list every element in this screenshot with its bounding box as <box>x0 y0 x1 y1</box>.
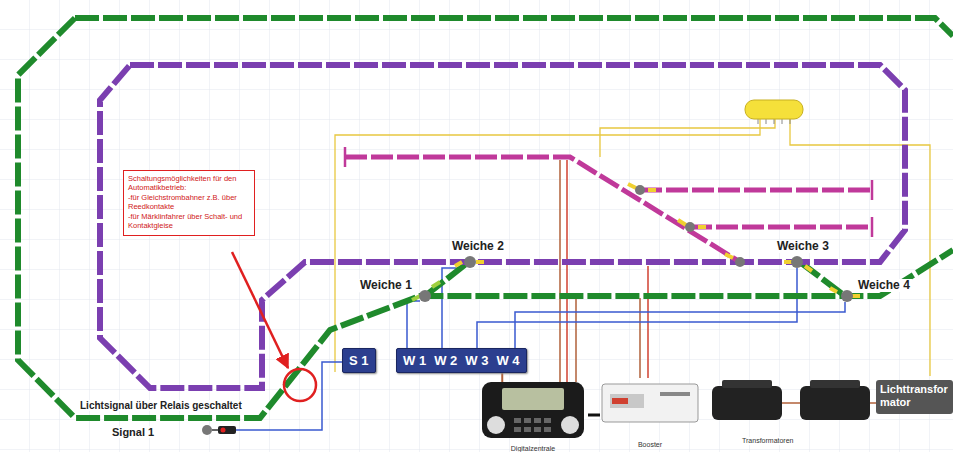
turnout-marker <box>791 256 803 268</box>
note-text: -für Märklinfahrer über Schalt- und Kont… <box>128 212 250 231</box>
track-siding <box>690 225 872 230</box>
track-purple <box>100 65 905 388</box>
track-siding <box>640 188 872 193</box>
turnout-marker <box>635 185 645 195</box>
signal-symbol <box>202 425 212 435</box>
buffer-stop <box>871 217 874 237</box>
turnout-marker <box>725 254 733 258</box>
blue-wire <box>442 268 464 348</box>
wire-connector <box>501 373 503 382</box>
brown-wire <box>560 160 648 382</box>
turnout-marker <box>735 257 745 267</box>
turnout-marker <box>412 184 860 302</box>
booster-picture <box>602 384 698 422</box>
transformer-symbol <box>810 380 860 388</box>
transformer-symbol <box>800 386 870 420</box>
brown-wire <box>639 298 641 378</box>
track-green <box>18 18 953 418</box>
buffer-stop <box>871 180 874 200</box>
wire-connector <box>588 414 600 417</box>
booster-picture <box>612 398 628 404</box>
control-unit-picture <box>534 418 541 423</box>
blue-wire <box>232 268 845 430</box>
control-unit-picture <box>544 427 551 432</box>
yellow-wire <box>335 118 760 372</box>
turnout-marker <box>841 290 853 302</box>
decoder-label: W 1 <box>403 352 426 369</box>
decoder-label: W 2 <box>434 352 457 369</box>
booster-picture <box>600 378 700 436</box>
transformer-symbol <box>722 380 772 388</box>
blue-wire <box>407 301 420 348</box>
track-green <box>425 264 466 296</box>
transformer-symbol <box>782 402 800 404</box>
control-unit-picture <box>544 418 551 423</box>
turnout-marker <box>685 222 695 232</box>
booster-picture <box>660 392 690 396</box>
signal-symbol <box>221 428 226 433</box>
yellow-wire <box>335 118 930 376</box>
node-text: Digitalzentrale <box>478 445 588 452</box>
turnout-marker <box>419 290 431 302</box>
brown-wire <box>559 160 561 382</box>
control-unit-picture <box>502 388 564 410</box>
control-unit: Digitalzentrale <box>478 382 588 452</box>
note-text: Schaltungsmöglichkeiten für den Automati… <box>128 174 250 193</box>
turnout-label: Weiche 2 <box>450 240 506 253</box>
booster-unit: Booster <box>600 378 700 448</box>
turnout-marker <box>464 256 476 268</box>
signal-symbol <box>212 429 218 431</box>
decoder-label: W 4 <box>496 352 519 369</box>
relay-object <box>745 100 803 119</box>
light-transformer-box: Lichttransformator <box>876 380 953 414</box>
signal-note: Lichtsignal über Relais geschaltet <box>78 400 244 411</box>
blue-wire <box>515 302 845 348</box>
control-unit-picture <box>524 427 531 432</box>
relay-object <box>745 100 803 124</box>
turnout-label: Weiche 4 <box>856 279 912 292</box>
track-green <box>18 18 953 418</box>
buffer-stop <box>345 147 872 237</box>
control-unit-picture <box>482 382 584 438</box>
signal-symbol <box>218 426 236 434</box>
control-unit-picture <box>524 418 531 423</box>
turnout-decoder: W 1 W 2 W 3 W 4 <box>396 348 527 373</box>
blue-wire <box>477 268 797 348</box>
track-green <box>75 18 953 36</box>
device-label: Transformatoren <box>740 437 795 445</box>
control-unit-picture <box>478 382 588 440</box>
signal-decoder: S 1 <box>342 348 376 373</box>
brown-wire <box>575 298 577 382</box>
yellow-wire <box>600 118 775 157</box>
turnout-label: Weiche 3 <box>775 240 831 253</box>
track-siding <box>345 157 872 262</box>
decoder-label: W 3 <box>465 352 488 369</box>
control-unit-picture <box>514 427 521 432</box>
note-box: Schaltungsmöglichkeiten für den Automati… <box>123 170 255 236</box>
buffer-stop <box>344 147 347 167</box>
node-text: Booster <box>600 441 700 448</box>
callout-mark <box>284 369 316 401</box>
turnout-label: Weiche 1 <box>358 279 414 292</box>
callout-mark <box>232 252 288 368</box>
track-purple <box>100 65 905 388</box>
control-unit-picture <box>487 416 505 434</box>
transformer-symbol <box>712 380 876 420</box>
decoder-label: S 1 <box>349 352 369 369</box>
control-unit-picture <box>514 418 521 423</box>
signal-symbol <box>202 425 236 435</box>
track-siding <box>345 157 740 262</box>
brown-wire <box>566 160 568 382</box>
control-unit-picture <box>534 427 541 432</box>
node-text: Lichttransformator <box>880 383 949 409</box>
callout-mark <box>232 252 316 401</box>
booster-picture <box>610 394 644 408</box>
signal-label: Signal 1 <box>110 426 156 438</box>
note-text: -für Gleichstrombahner z.B. über Reedkon… <box>128 193 250 212</box>
transformer-symbol <box>712 386 782 420</box>
control-unit-picture <box>561 416 579 434</box>
